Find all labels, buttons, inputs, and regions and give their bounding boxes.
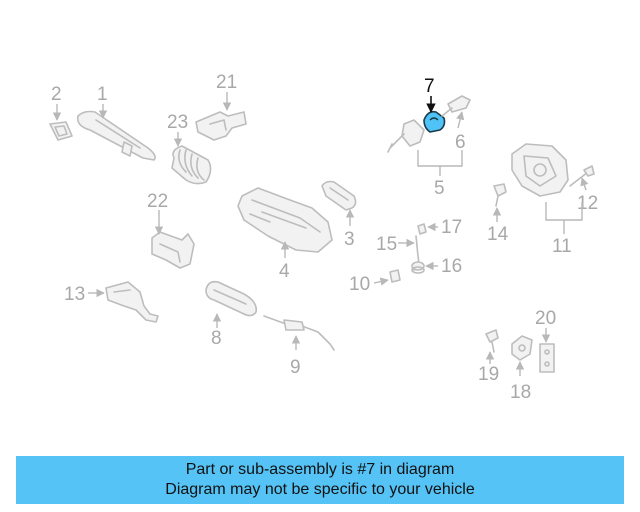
part-2-bezel[interactable] bbox=[49, 121, 73, 141]
part-19-bolt[interactable] bbox=[485, 329, 499, 353]
part-13-actuator[interactable] bbox=[105, 281, 159, 323]
part-11-latch-assembly[interactable] bbox=[511, 143, 569, 197]
part-12-screw[interactable] bbox=[569, 165, 595, 187]
callout-20: 20 bbox=[535, 308, 556, 329]
callout-9: 9 bbox=[290, 357, 301, 378]
banner-line-1: Part or sub-assembly is #7 in diagram bbox=[185, 461, 455, 478]
callout-19: 19 bbox=[478, 364, 499, 385]
callout-22: 22 bbox=[147, 191, 168, 212]
part-14-bolt[interactable] bbox=[493, 183, 507, 207]
callout-21: 21 bbox=[216, 72, 237, 93]
callout-18: 18 bbox=[510, 382, 531, 403]
part-3-bezel[interactable] bbox=[321, 180, 357, 211]
part-6-lever[interactable] bbox=[441, 95, 471, 117]
banner-line-2: Diagram may not be specific to your vehi… bbox=[165, 481, 475, 498]
part-10-clip[interactable] bbox=[389, 269, 401, 283]
part-1-outside-handle[interactable] bbox=[76, 110, 156, 161]
part-23-bellows[interactable] bbox=[171, 145, 212, 185]
callout-2: 2 bbox=[51, 84, 62, 105]
part-20-plate[interactable] bbox=[539, 343, 555, 373]
callout-6: 6 bbox=[455, 132, 466, 153]
callout-4: 4 bbox=[279, 261, 290, 282]
callout-3: 3 bbox=[344, 229, 355, 250]
parts-diagram: 2 1 21 23 22 4 3 bbox=[49, 72, 598, 403]
part-21-bracket[interactable] bbox=[195, 111, 247, 141]
callout-14: 14 bbox=[487, 224, 509, 245]
callout-16: 16 bbox=[441, 256, 462, 277]
callout-12: 12 bbox=[577, 193, 598, 214]
part-9-rod[interactable] bbox=[263, 315, 335, 351]
part-16-grommet[interactable] bbox=[411, 261, 425, 274]
callout-17: 17 bbox=[441, 217, 462, 238]
callout-15: 15 bbox=[376, 234, 397, 255]
part-4-inner-handle-assembly[interactable] bbox=[237, 187, 333, 253]
callout-5: 5 bbox=[434, 178, 445, 199]
part-18-striker[interactable] bbox=[511, 335, 533, 361]
part-8-inside-handle[interactable] bbox=[205, 280, 258, 317]
part-17-rod-clip[interactable] bbox=[417, 223, 427, 235]
callout-10: 10 bbox=[349, 274, 370, 295]
callout-13: 13 bbox=[64, 284, 85, 305]
part-22-bracket[interactable] bbox=[151, 231, 195, 269]
part-7-highlighted[interactable] bbox=[423, 110, 446, 133]
part-5-lock-cylinder[interactable] bbox=[387, 119, 425, 153]
callout-7: 7 bbox=[424, 76, 435, 97]
callout-8: 8 bbox=[211, 328, 222, 349]
info-banner: Part or sub-assembly is #7 in diagram Di… bbox=[16, 456, 624, 504]
callout-1: 1 bbox=[97, 84, 108, 105]
callout-23: 23 bbox=[167, 112, 188, 133]
callout-11: 11 bbox=[552, 236, 572, 257]
